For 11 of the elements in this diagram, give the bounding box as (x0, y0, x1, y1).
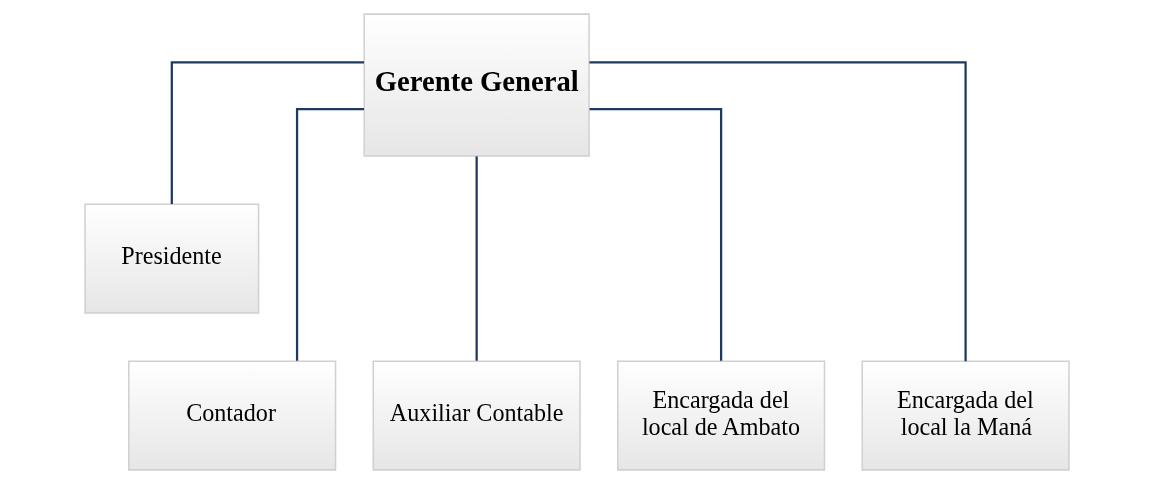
connector (589, 61, 967, 362)
node-box: Encargada del local la Maná (861, 360, 1070, 471)
node-box: Gerente General (363, 13, 590, 157)
node-box: Presidente (84, 203, 260, 314)
connector (170, 61, 364, 204)
node-box: Contador (128, 360, 337, 471)
connector (475, 156, 478, 361)
connector (295, 108, 364, 361)
connector (589, 108, 723, 361)
node-box: Auxiliar Contable (372, 360, 581, 471)
node-box: Encargada del local de Ambato (617, 360, 826, 471)
